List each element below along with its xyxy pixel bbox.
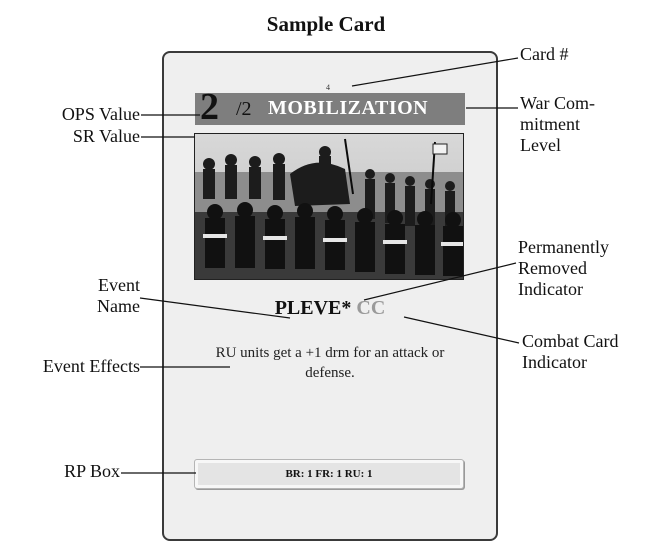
diagram-title: Sample Card <box>266 12 386 36</box>
label-event-effects: Event Effects <box>42 356 140 376</box>
label-permanently-removed-line-3: Indicator <box>518 279 583 299</box>
label-permanently-removed: Permanently Removed Indicator <box>518 237 609 300</box>
leader-card-number <box>351 57 519 87</box>
event-title: MOBILIZATION <box>268 97 429 119</box>
label-event-name: Event Name <box>20 275 140 317</box>
label-ops-value: OPS Value <box>61 104 140 124</box>
label-combat-card: Combat Card Indicator <box>522 331 619 373</box>
label-war-commitment-line-1: War Com- <box>520 93 596 113</box>
sr-value: /2 <box>236 98 252 120</box>
card-number: 4 <box>326 83 330 92</box>
card-photo <box>194 133 464 280</box>
label-war-commitment-line-2: mitment <box>520 114 580 134</box>
label-combat-card-line-2: Indicator <box>522 352 587 372</box>
marching-soldiers-illustration <box>195 134 463 279</box>
event-title-banner <box>195 93 465 125</box>
ops-value: 2 <box>200 86 219 128</box>
leader-permanently-removed <box>363 262 517 301</box>
leader-combat-card <box>403 316 520 344</box>
rp-box: BR: 1 FR: 1 RU: 1 <box>194 459 464 489</box>
label-permanently-removed-line-1: Permanently <box>518 237 609 257</box>
label-event-name-line-1: Event <box>98 275 140 295</box>
leader-event-name <box>139 297 291 319</box>
event-name: PLEVE* CC <box>160 297 500 320</box>
label-combat-card-line-1: Combat Card <box>522 331 619 351</box>
label-war-commitment-line-3: Level <box>520 135 561 155</box>
label-card-number: Card # <box>520 44 569 64</box>
label-sr-value: SR Value <box>72 126 140 146</box>
label-war-commitment: War Com- mitment Level <box>520 93 595 156</box>
event-effects-text: RU units get a +1 drm for an attack or d… <box>215 345 445 381</box>
event-name-text: PLEVE* <box>274 297 352 319</box>
label-permanently-removed-line-2: Removed <box>518 258 587 278</box>
leader-lines <box>121 57 520 474</box>
combat-card-mark: CC <box>356 297 386 319</box>
label-event-name-line-2: Name <box>97 296 140 316</box>
label-rp-box: RP Box <box>64 461 120 481</box>
